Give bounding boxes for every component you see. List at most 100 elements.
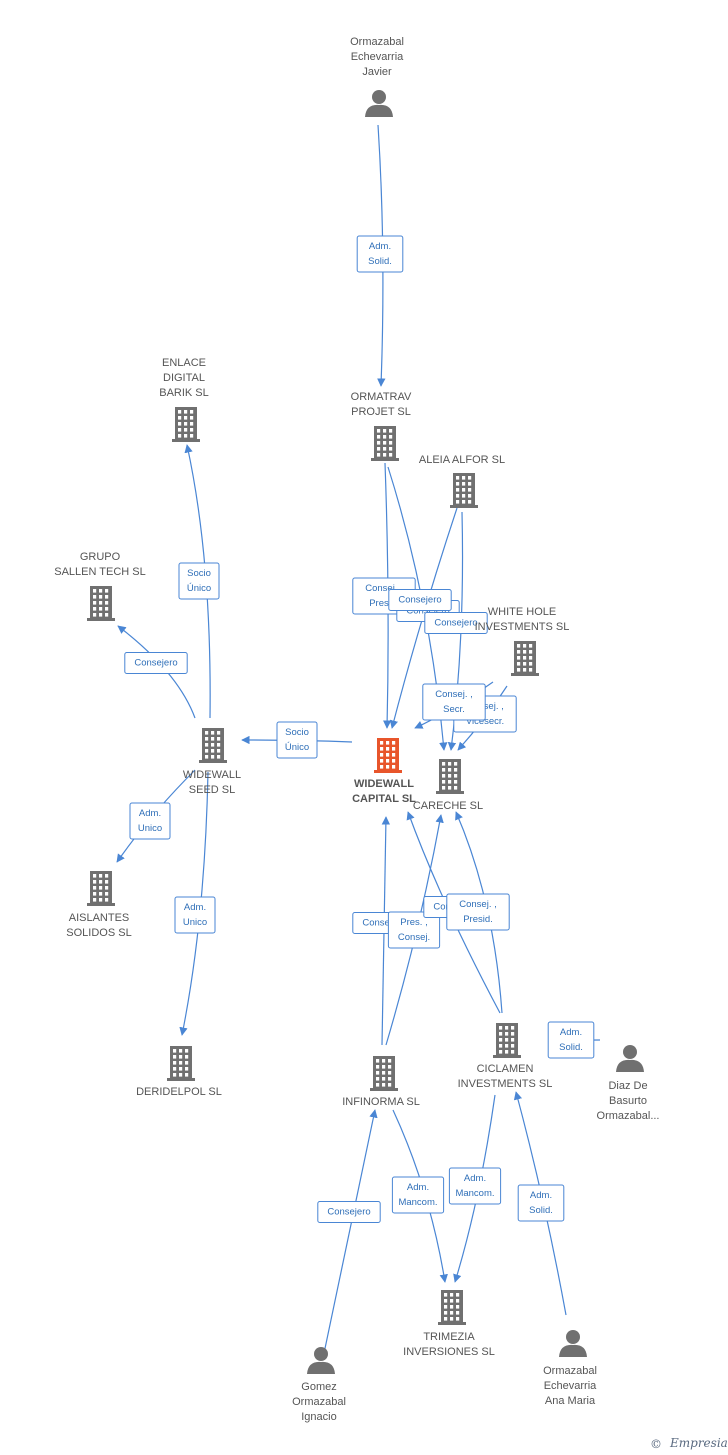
node-deridelpol[interactable]: DERIDELPOL SL (136, 1046, 222, 1098)
person-icon (307, 1347, 335, 1374)
node-label: Ana Maria (545, 1395, 596, 1407)
node-label: SOLIDOS SL (66, 927, 131, 939)
node-label: ENLACE (162, 357, 206, 369)
copyright-icon: © (650, 1437, 662, 1451)
edge-label[interactable]: Adm. Mancom. (391, 1176, 445, 1214)
edge-label-box (517, 1184, 565, 1222)
edge-label-text: Pres. , (400, 917, 427, 928)
edge-label-text: Consej. , (459, 899, 497, 910)
building-icon (374, 738, 402, 773)
node-label: SALLEN TECH SL (54, 566, 146, 578)
node-careche[interactable]: CARECHE SL (413, 759, 483, 812)
person-icon (616, 1045, 644, 1072)
node-label: CARECHE SL (413, 800, 483, 812)
edge-label-box (391, 1176, 445, 1214)
node-label: WHITE HOLE (488, 606, 556, 618)
edge-label-text: Presid. (463, 914, 493, 925)
edge-label-text: Adm. (407, 1182, 429, 1193)
edge-label-text: Solid. (559, 1042, 583, 1053)
edge-label[interactable]: Adm.Unico (129, 802, 171, 840)
edge-label-box (446, 893, 510, 931)
edge-label-text: Consejero (362, 918, 405, 929)
node-label: DIGITAL (163, 372, 205, 384)
node-label: DERIDELPOL SL (136, 1086, 222, 1098)
node-label: ORMATRAV (351, 391, 412, 403)
edge-label-text: Adm. (139, 808, 161, 819)
edge-label-box (129, 802, 171, 840)
edge-label-box (547, 1021, 595, 1059)
building-icon (167, 1046, 195, 1081)
node-diaz[interactable]: Diaz DeBasurtoOrmazabal... (597, 1045, 660, 1122)
edge-label-text: Consej. (398, 932, 430, 943)
edge-label[interactable]: Consej. , Secr. (422, 683, 486, 721)
edge-label-box (448, 1167, 502, 1205)
edge-label[interactable]: Consejero (388, 589, 452, 611)
edge-gomez-to-infinorma (322, 1109, 378, 1359)
edge-label-text: Consejero (134, 658, 177, 669)
edge-label[interactable]: Adm. Mancom. (448, 1167, 502, 1205)
edge-label-box (424, 612, 488, 634)
node-label: INVESTMENTS SL (458, 1078, 553, 1090)
edge-label-text: Consejero (434, 618, 477, 629)
building-icon (371, 426, 399, 461)
edge-label[interactable]: Adm.Solid. (547, 1021, 595, 1059)
node-white-hole[interactable]: WHITE HOLE INVESTMENTS SL (475, 606, 570, 676)
edge-label-text: Consejero (327, 1207, 370, 1218)
edge-label-text: Único (187, 583, 211, 594)
node-label: Ormazabal (543, 1365, 597, 1377)
node-label: PROJET SL (351, 406, 411, 418)
edge-label-text: Adm. (464, 1173, 486, 1184)
edge-label-text: Unico (183, 917, 207, 928)
brand-footer: © Empresia (650, 1436, 728, 1451)
edge-labels-layer: Adm.Solid.SocioÚnicoConsejeroSocioÚnicoA… (124, 235, 595, 1223)
edge-label[interactable]: Adm.Solid. (356, 235, 404, 273)
node-ormatrav[interactable]: ORMATRAV PROJET SL (351, 391, 412, 461)
edge-label-text: Consej. , (435, 689, 473, 700)
edge-label-text: Solid. (529, 1205, 553, 1216)
edge-label-text: Socio (187, 568, 211, 579)
edge-label[interactable]: Consejero (424, 612, 488, 634)
node-aleia[interactable]: ALEIA ALFOR SL (419, 454, 505, 508)
node-label: WIDEWALL (354, 778, 414, 790)
edge-label-text: Adm. (530, 1190, 552, 1201)
person-icon (559, 1330, 587, 1357)
node-infinorma[interactable]: INFINORMA SL (342, 1056, 420, 1108)
edge-label[interactable]: Consej. , Presid. (446, 893, 510, 931)
node-label: Echevarria (544, 1380, 597, 1392)
node-label: INVESTMENTS SL (475, 621, 570, 633)
edge-label[interactable]: Adm. Unico (174, 896, 216, 934)
node-label: ALEIA ALFOR SL (419, 454, 505, 466)
edge-label-text: Secr. (443, 704, 465, 715)
edge-label[interactable]: Adm. Solid. (517, 1184, 565, 1222)
node-label: SEED SL (189, 784, 235, 796)
edge-label-box (317, 1201, 381, 1223)
building-icon (87, 871, 115, 906)
edge-label[interactable]: Consejero (124, 652, 188, 674)
edge-label-text: Consejero (398, 595, 441, 606)
edge-label-text: Socio (285, 727, 309, 738)
edge-label-text: Mancom. (398, 1197, 437, 1208)
node-label: Echevarria (351, 51, 404, 63)
node-aislantes[interactable]: AISLANTES SOLIDOS SL (66, 871, 132, 939)
edge-label-text: Adm. (184, 902, 206, 913)
edge-label[interactable]: Pres. , Consej. (387, 911, 441, 949)
node-label: AISLANTES (69, 912, 130, 924)
edge-label[interactable]: Consejero (317, 1201, 381, 1223)
node-label: Basurto (609, 1095, 647, 1107)
node-label: Ormazabal... (597, 1110, 660, 1122)
building-icon (450, 473, 478, 508)
edge-label-box (174, 896, 216, 934)
edge-label-text: Mancom. (455, 1188, 494, 1199)
